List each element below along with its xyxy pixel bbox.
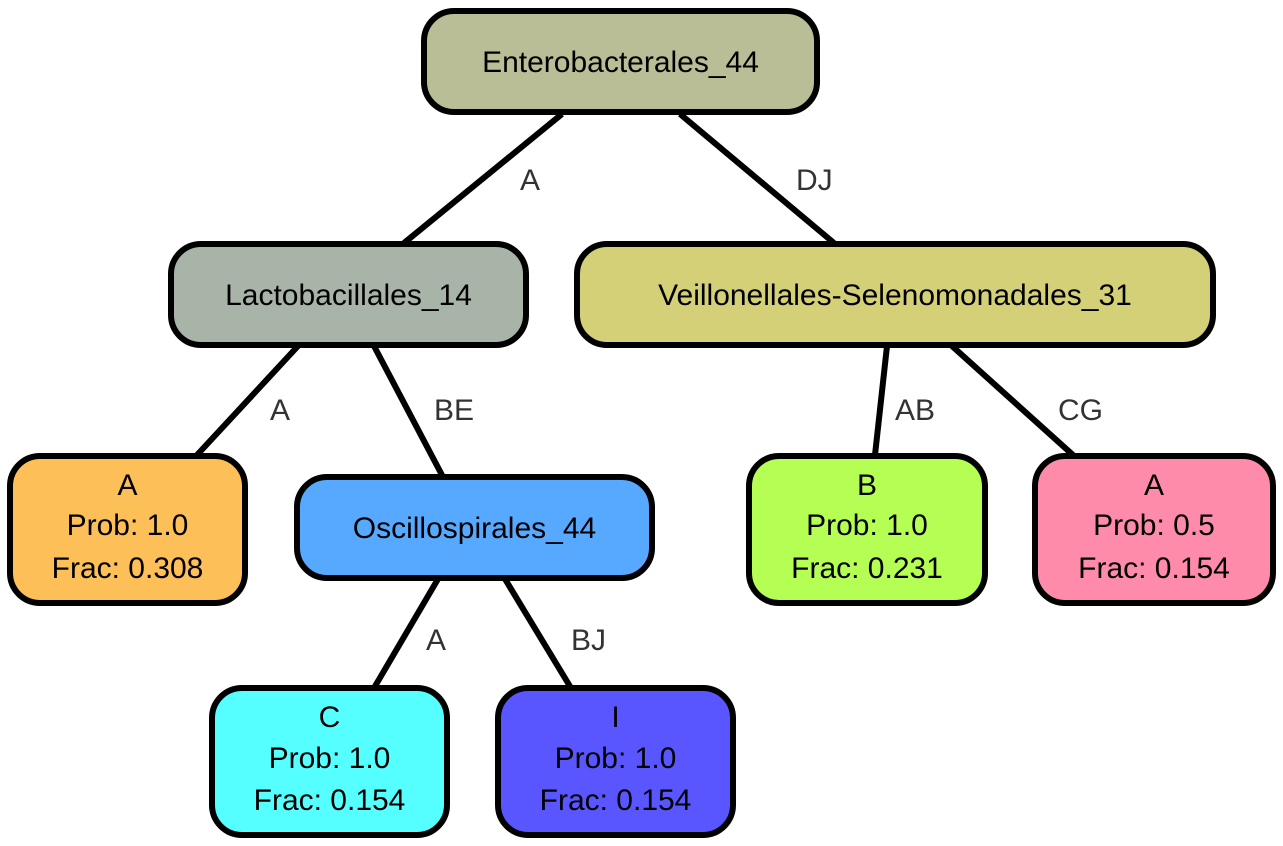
leaf-frac: Frac: 0.154 — [540, 784, 692, 817]
node-box — [1032, 453, 1276, 606]
node-enterobacterales: Enterobacterales_44 — [421, 8, 820, 115]
node-box — [421, 8, 820, 115]
leaf-class: A — [1144, 469, 1164, 502]
edge-label-veillonellales-leaf-a2: CG — [1058, 394, 1103, 427]
leaf-frac: Frac: 0.231 — [791, 552, 943, 585]
edge-label-oscillospirales-leaf-i: BJ — [571, 624, 606, 657]
leaf-prob: Prob: 1.0 — [269, 742, 391, 775]
node-label: Lactobacillales_14 — [225, 279, 472, 312]
node-label: Veillonellales-Selenomonadales_31 — [658, 279, 1132, 312]
edge-label-root-veillonellales: DJ — [796, 164, 833, 197]
edge-veillonellales-leaf-b — [872, 345, 890, 456]
node-label: Oscillospirales_44 — [353, 512, 596, 545]
leaf-class: A — [117, 469, 137, 502]
edge-label-veillonellales-leaf-b: AB — [895, 394, 935, 427]
edge-root-veillonellales — [678, 111, 836, 246]
edge-lactobacillales-leaf-a — [194, 343, 301, 458]
node-box — [168, 241, 529, 348]
node-box — [7, 453, 248, 606]
edge-root-lactobacillales — [402, 111, 564, 246]
leaf-b: B Prob: 1.0 Frac: 0.231 — [746, 453, 988, 606]
leaf-a-pink: A Prob: 0.5 Frac: 0.154 — [1032, 453, 1276, 606]
node-box — [294, 474, 655, 581]
edge-veillonellales-leaf-a2 — [949, 343, 1076, 458]
edge-label-oscillospirales-leaf-c: A — [426, 624, 446, 657]
leaf-prob: Prob: 1.0 — [806, 509, 928, 542]
leaf-prob: Prob: 1.0 — [555, 742, 677, 775]
node-box — [209, 685, 450, 838]
leaf-i: I Prob: 1.0 Frac: 0.154 — [495, 685, 736, 838]
node-box — [495, 685, 736, 838]
leaf-class: I — [611, 701, 619, 734]
node-oscillospirales: Oscillospirales_44 — [294, 474, 655, 581]
leaf-frac: Frac: 0.308 — [52, 552, 204, 585]
edge-label-lactobacillales-oscillospirales: BE — [434, 394, 474, 427]
leaf-prob: Prob: 1.0 — [67, 509, 189, 542]
leaf-prob: Prob: 0.5 — [1093, 509, 1215, 542]
edge-label-root-lactobacillales: A — [520, 164, 540, 197]
edge-oscillospirales-leaf-c — [371, 577, 441, 690]
node-label: Enterobacterales_44 — [482, 46, 759, 79]
node-box — [574, 241, 1216, 348]
leaf-a-orange: A Prob: 1.0 Frac: 0.308 — [7, 453, 248, 606]
leaf-class: C — [319, 701, 341, 734]
leaf-frac: Frac: 0.154 — [1078, 552, 1230, 585]
leaf-frac: Frac: 0.154 — [254, 784, 406, 817]
edge-lactobacillales-oscillospirales — [371, 344, 446, 479]
leaf-c: C Prob: 1.0 Frac: 0.154 — [209, 685, 450, 838]
node-lactobacillales: Lactobacillales_14 — [168, 241, 529, 348]
edge-label-lactobacillales-leaf-a: A — [270, 394, 290, 427]
edge-oscillospirales-leaf-i — [502, 577, 574, 690]
node-veillonellales-selenomonadales: Veillonellales-Selenomonadales_31 — [574, 241, 1216, 348]
node-box — [746, 453, 988, 606]
leaf-class: B — [857, 469, 877, 502]
